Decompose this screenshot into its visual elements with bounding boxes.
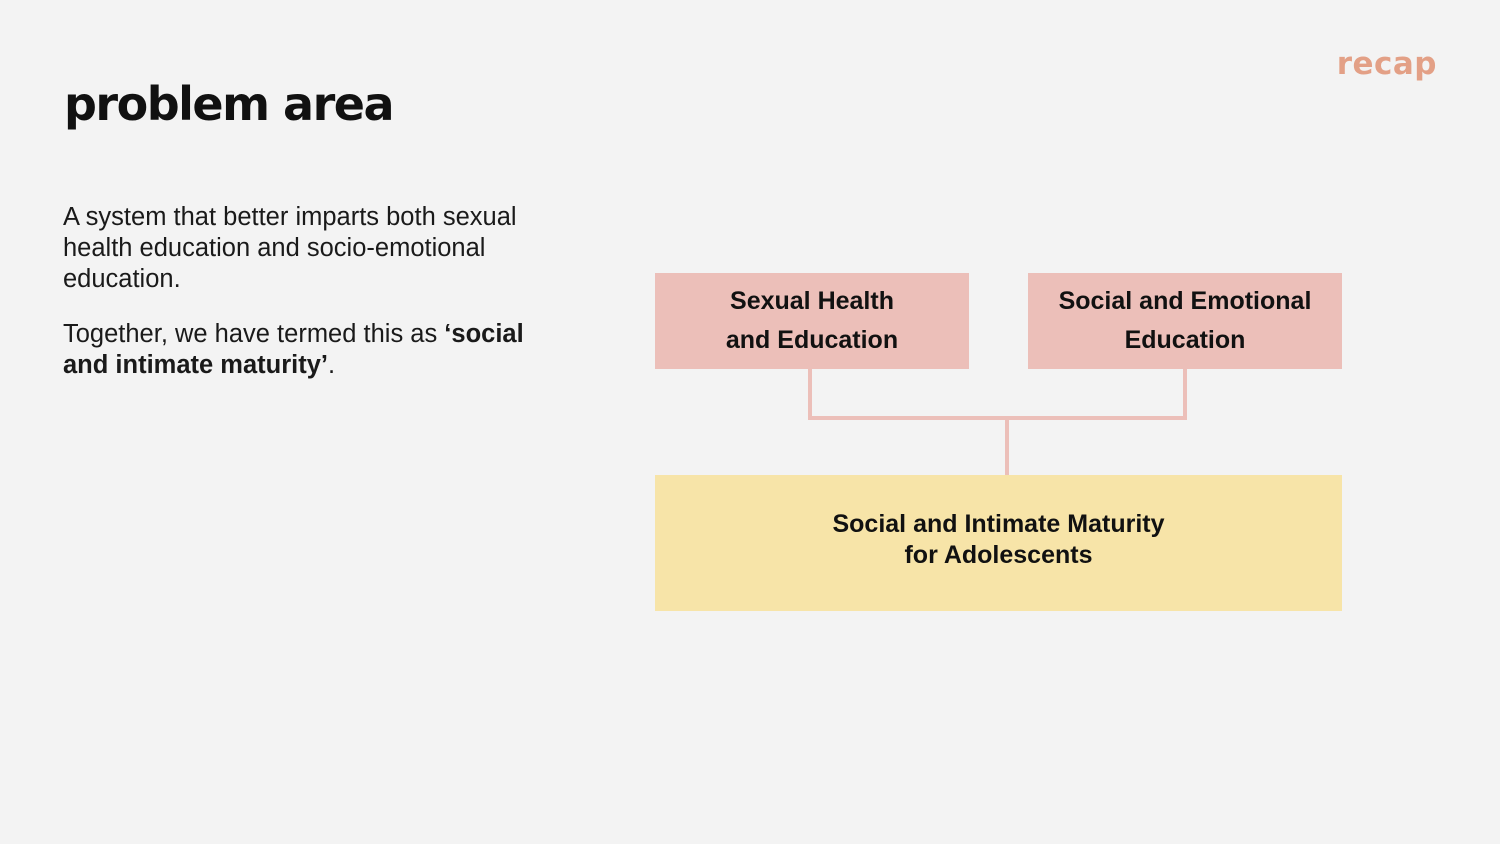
box-a-line-2: and Education [725, 326, 899, 354]
description-suffix: . [327, 351, 336, 379]
recap-label: recap [1336, 46, 1437, 82]
term-emphasis: ‘social and intimate maturity’ [63, 320, 524, 379]
box-a-line-1: Sexual Health [730, 287, 894, 315]
description-prefix: Together, we have termed this as [63, 320, 445, 348]
box-b-line-1: Social and Emotional [1058, 287, 1312, 315]
description: A system that better imparts both sexual… [63, 202, 533, 381]
social-emotional-education-box: Social and Emotional Education [1028, 273, 1342, 369]
result-line-2: for Adolescents [904, 541, 1093, 569]
result-line-1: Social and Intimate Maturity [832, 510, 1165, 538]
description-paragraph-1: A system that better imparts both sexual… [63, 203, 517, 293]
page-title: problem area [64, 77, 395, 131]
sexual-health-education-box: Sexual Health and Education [655, 273, 969, 369]
social-intimate-maturity-box: Social and Intimate Maturity for Adolesc… [655, 475, 1342, 611]
box-b-line-2: Education [1124, 326, 1246, 354]
connector-line [808, 369, 1187, 420]
description-paragraph-2: Together, we have termed this as ‘social… [63, 319, 533, 381]
